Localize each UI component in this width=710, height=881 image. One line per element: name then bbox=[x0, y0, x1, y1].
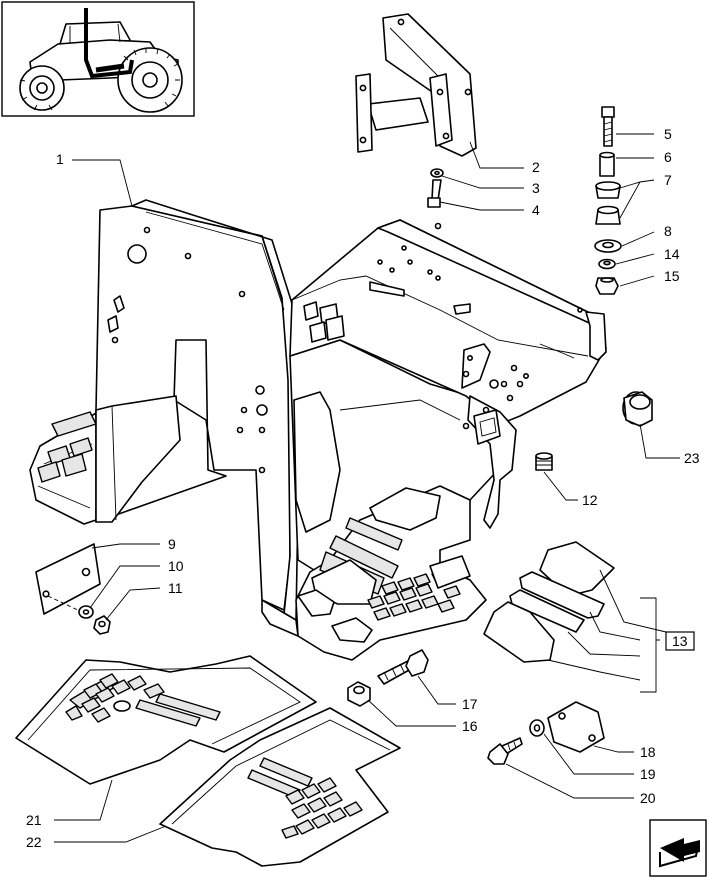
part-12-grommet bbox=[535, 452, 553, 471]
part-5-bolt bbox=[601, 106, 615, 147]
callout-19: 19 bbox=[640, 766, 656, 782]
part-2-mounting-bracket bbox=[355, 13, 477, 157]
part-14-washer bbox=[598, 258, 616, 270]
callout-5: 5 bbox=[664, 126, 672, 142]
callout-14: 14 bbox=[664, 246, 680, 262]
tractor-thumbnail-icon bbox=[1, 1, 195, 117]
part-21-floor-mat-left bbox=[15, 655, 317, 785]
callout-22: 22 bbox=[26, 834, 42, 850]
part-1-cab-platform bbox=[29, 199, 607, 661]
callout-7: 7 bbox=[664, 172, 672, 188]
callout-13-box bbox=[665, 631, 695, 651]
callout-20: 20 bbox=[640, 790, 656, 806]
part-20-bolt bbox=[487, 737, 523, 765]
part-11-nut bbox=[93, 615, 111, 635]
part-6-spacer bbox=[599, 151, 615, 177]
callout-1: 1 bbox=[56, 151, 64, 167]
callout-13: 13 bbox=[672, 633, 688, 649]
part-13-pedal-pads bbox=[483, 541, 615, 663]
part-17-bolt bbox=[377, 649, 429, 685]
part-7-rubber-mounts bbox=[595, 181, 621, 225]
callout-4: 4 bbox=[532, 202, 540, 218]
part-3-washer bbox=[430, 168, 444, 178]
callout-6: 6 bbox=[664, 149, 672, 165]
part-4-bolt bbox=[427, 179, 442, 208]
part-8-washer bbox=[594, 239, 622, 253]
part-15-nut bbox=[595, 277, 619, 295]
callout-18: 18 bbox=[640, 744, 656, 760]
part-22-floor-mat-right bbox=[159, 707, 401, 867]
part-16-nut bbox=[347, 681, 371, 707]
leader-lines bbox=[54, 133, 680, 843]
callout-12: 12 bbox=[582, 492, 598, 508]
callout-21: 21 bbox=[26, 812, 42, 828]
callout-2: 2 bbox=[532, 159, 540, 175]
callout-16: 16 bbox=[462, 718, 478, 734]
part-9-plate bbox=[35, 543, 101, 615]
part-23-plug bbox=[622, 391, 653, 427]
callout-11: 11 bbox=[168, 580, 183, 596]
callout-8: 8 bbox=[664, 223, 672, 239]
callout-15: 15 bbox=[664, 268, 680, 284]
callout-17: 17 bbox=[462, 696, 478, 712]
callout-10: 10 bbox=[168, 558, 184, 574]
part-19-washer bbox=[529, 719, 545, 737]
callout-23: 23 bbox=[684, 450, 700, 466]
next-page-arrow-icon[interactable] bbox=[649, 819, 707, 877]
part-10-washer bbox=[78, 605, 94, 619]
part-18-plate bbox=[547, 701, 605, 753]
callout-9: 9 bbox=[168, 536, 176, 552]
callout-3: 3 bbox=[532, 180, 540, 196]
callout-labels: 1 2 3 4 5 6 7 8 14 15 23 12 9 10 11 13 1… bbox=[26, 126, 700, 850]
